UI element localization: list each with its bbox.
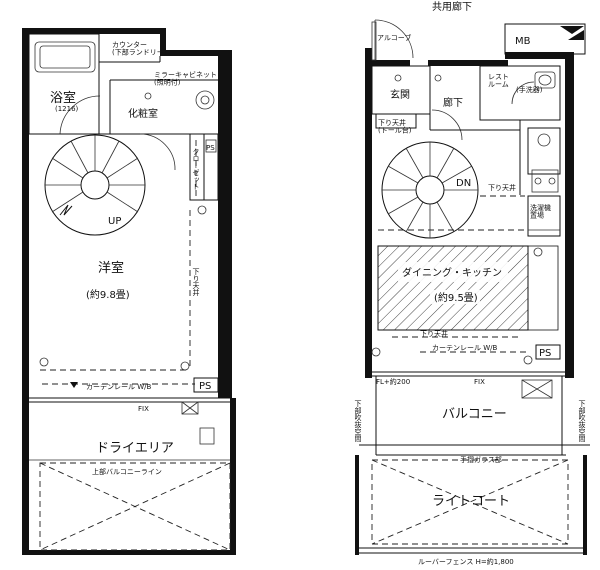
sink <box>195 90 215 110</box>
dry-area-east-wall <box>230 398 236 553</box>
mirror-cabinet-label: ミラーキャビネット(照明付) <box>154 70 217 87</box>
right-unit-north-wall-3 <box>505 52 574 59</box>
washer-label: 洗濯機置場 <box>530 203 551 220</box>
ceiling-drop-small-label: 下り天井(トール台) <box>378 118 412 135</box>
common-corridor-label: 共用廊下 <box>432 0 472 13</box>
left-unit-west-wall <box>22 28 29 398</box>
right-unit: 共用廊下 <box>354 0 590 566</box>
fix-right-label: FIX <box>474 378 485 386</box>
ceiling-drop-3-label: 下り天井 <box>420 329 448 338</box>
dining-kitchen-label: ダイニング・キッチン <box>402 266 502 279</box>
right-unit-west-wall <box>365 48 372 378</box>
dry-area-west-wall <box>22 398 29 553</box>
restroom-label: レストルーム <box>488 73 509 89</box>
curtain-rail-label: カーテンレール W/B <box>86 383 152 391</box>
left-unit-notch-wall <box>160 28 166 56</box>
hallway-label: 廊下 <box>443 96 463 109</box>
fl-note-label: FL+約200 <box>376 377 410 386</box>
lower-void-right-label: 下部吹抜空間 <box>578 400 586 443</box>
bathtub <box>34 41 96 73</box>
ps-bottom-label: PS <box>199 381 211 392</box>
left-unit-east-wall <box>218 50 232 398</box>
balcony-line-label: 上部バルコニーライン <box>92 467 162 476</box>
bath-size: (1216) <box>55 105 79 113</box>
ps-top-label: PS <box>206 144 215 152</box>
stair-dn-label: DN <box>456 178 471 189</box>
dry-area-label: ドライエリア <box>96 441 174 456</box>
light-fixture <box>144 92 152 100</box>
light-court-label: ライトコート <box>432 494 510 509</box>
right-unit-north-wall-2 <box>428 60 508 66</box>
bath-label: 浴室 <box>50 90 76 106</box>
right-unit-east-wall <box>565 58 574 378</box>
restroom-note: (手洗器) <box>516 85 543 94</box>
curtain-rail-right-label: カーテンレール W/B <box>432 344 498 352</box>
left-unit-north-wall <box>22 28 162 34</box>
fix-label: FIX <box>138 405 149 413</box>
glass-handrail-label: 手摺ガラス部 <box>460 455 502 464</box>
louver-fence-label: ルーバーフェンス H=約1,800 <box>418 557 514 566</box>
powder-room-label: 化粧室 <box>128 107 158 120</box>
mb-label: MB <box>515 36 531 47</box>
dining-kitchen-area <box>377 245 529 331</box>
entrance-label: 玄関 <box>390 88 410 101</box>
ceiling-drop-2-label: 下り天井 <box>488 183 516 192</box>
left-unit-north-wall-2 <box>160 50 232 56</box>
right-spiral-stair <box>381 141 479 239</box>
right-unit-north-wall <box>365 60 410 66</box>
left-unit: 浴室 (1216) カウンター(下部ランドリー) ミラーキャビネット(照明付) … <box>22 28 236 555</box>
ceiling-drop-label: 下り天井 <box>192 268 200 297</box>
ps-box-top <box>205 139 217 153</box>
western-room-label: 洋室 <box>98 260 124 276</box>
balcony-label: バルコニー <box>442 407 507 422</box>
closet-label: クローゼット <box>192 148 200 190</box>
lower-void-left-label: 下部吹抜空間 <box>354 400 362 443</box>
western-room-size: (約9.8畳) <box>86 288 130 301</box>
stair-up-label: UP <box>108 216 121 227</box>
left-spiral-stair <box>44 134 146 236</box>
counter-label: カウンター(下部ランドリー) <box>112 40 167 57</box>
ps-right-label: PS <box>539 348 551 359</box>
dk-size-label: (約9.5畳) <box>434 291 478 304</box>
dry-area-south-wall <box>22 550 236 555</box>
alcove-label: アルコーブ <box>377 33 411 42</box>
